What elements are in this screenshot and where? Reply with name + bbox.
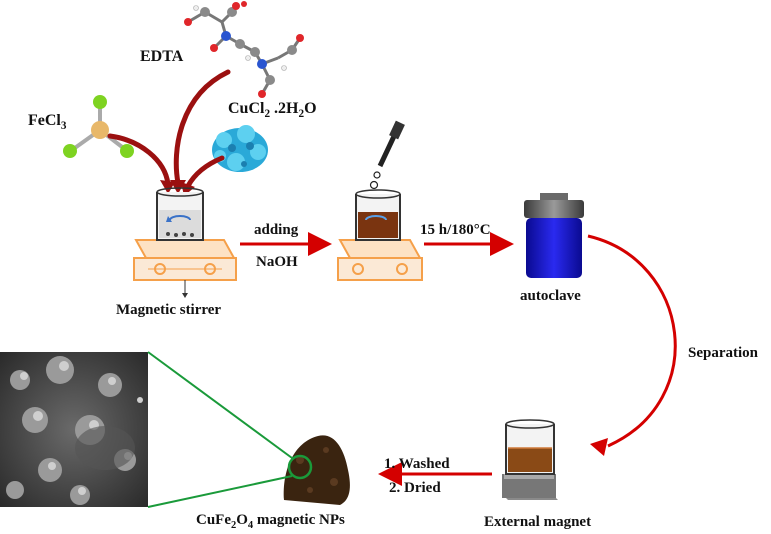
label-fecl3: FeCl3 bbox=[28, 112, 67, 133]
label-condition: 15 h/180°C bbox=[420, 222, 491, 238]
label-magnetic-stirrer: Magnetic stirrer bbox=[116, 302, 222, 318]
dropper bbox=[369, 120, 405, 190]
zoom-circle bbox=[287, 454, 313, 480]
external-magnet-setup bbox=[502, 419, 558, 500]
label-adding: adding bbox=[254, 222, 299, 238]
label-edta: EDTA bbox=[140, 48, 184, 65]
autoclave-vessel bbox=[524, 193, 584, 278]
label-dried: 2. Dried bbox=[389, 480, 441, 496]
label-product: CuFe2O4 magnetic NPs bbox=[196, 512, 345, 531]
label-naoh: NaOH bbox=[256, 254, 298, 270]
label-external-magnet: External magnet bbox=[484, 514, 592, 530]
sem-image bbox=[0, 351, 293, 508]
label-separation: Separation bbox=[688, 345, 759, 361]
magnetic-stirrer-1 bbox=[133, 187, 237, 298]
edta-molecule bbox=[184, 1, 304, 98]
separation-arrow bbox=[587, 234, 677, 448]
cucl2-powder bbox=[212, 125, 268, 172]
cufe2o4-powder bbox=[283, 435, 350, 505]
reagent-arrows bbox=[107, 69, 231, 189]
label-autoclave: autoclave bbox=[520, 288, 581, 304]
magnetic-stirrer-2 bbox=[337, 189, 423, 281]
label-washed: 1. Washed bbox=[384, 456, 450, 472]
fecl3-molecule bbox=[63, 95, 134, 158]
label-cucl2: CuCl2 .2H2O bbox=[228, 100, 317, 121]
